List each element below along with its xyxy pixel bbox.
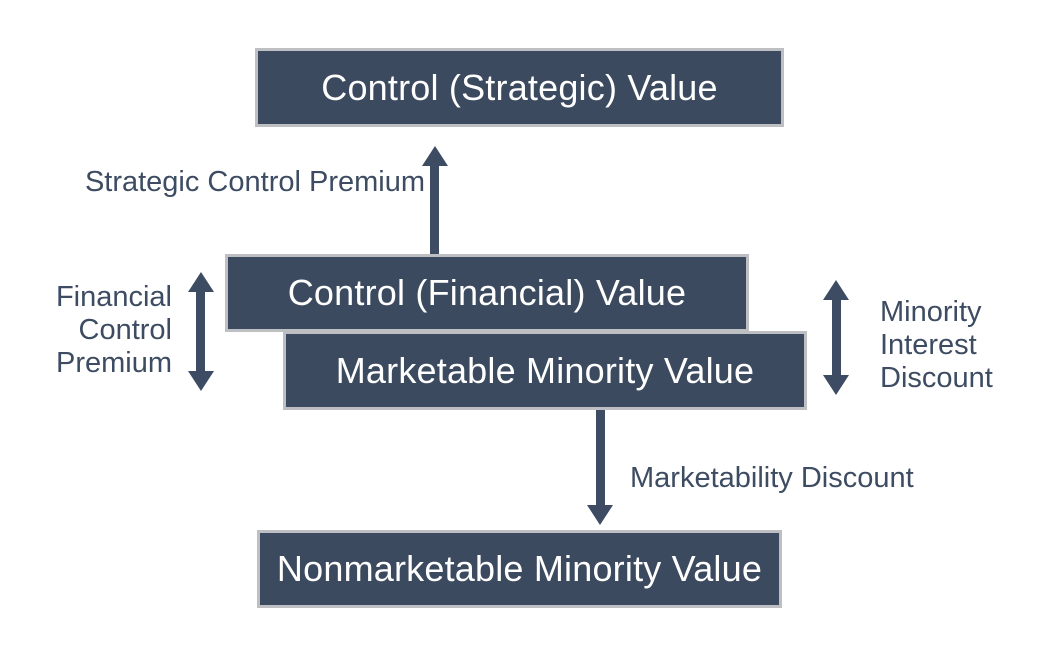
minority-interest-discount-label: Minority Interest Discount [880,296,993,395]
minority-interest-discount-line2: Interest [880,329,977,361]
arrowhead-up-icon [422,146,448,166]
arrow-shaft [596,410,605,506]
box-control-financial-value-label: Control (Financial) Value [287,272,687,313]
arrowhead-down-icon [188,371,214,391]
arrowhead-down-icon [587,505,613,525]
strategic-control-premium-label: Strategic Control Premium [84,166,425,198]
minority-interest-discount-line1: Minority [880,296,982,328]
box-nonmarketable-minority-value-label: Nonmarketable Minority Value [276,548,763,589]
financial-control-premium-label: Financial Control Premium [56,281,172,380]
arrowhead-up-icon [823,280,849,300]
box-control-financial-value: Control (Financial) Value [225,254,749,332]
arrow-shaft [196,290,205,372]
box-control-strategic-value: Control (Strategic) Value [255,48,784,127]
financial-control-premium-line3: Premium [55,347,172,379]
arrowhead-down-icon [823,375,849,395]
box-marketable-minority-value-label: Marketable Minority Value [335,349,755,391]
box-control-strategic-value-label: Control (Strategic) Value [321,66,718,108]
financial-control-premium-line2: Control [78,314,173,346]
arrowhead-up-icon [188,272,214,292]
arrow-shaft [430,164,439,254]
minority-interest-discount-line3: Discount [880,362,993,394]
arrow-shaft [832,298,841,376]
marketability-discount-label: Marketability Discount [630,462,914,494]
box-marketable-minority-value: Marketable Minority Value [283,331,807,410]
financial-control-premium-line1: Financial [55,281,172,313]
box-nonmarketable-minority-value: Nonmarketable Minority Value [257,530,782,608]
